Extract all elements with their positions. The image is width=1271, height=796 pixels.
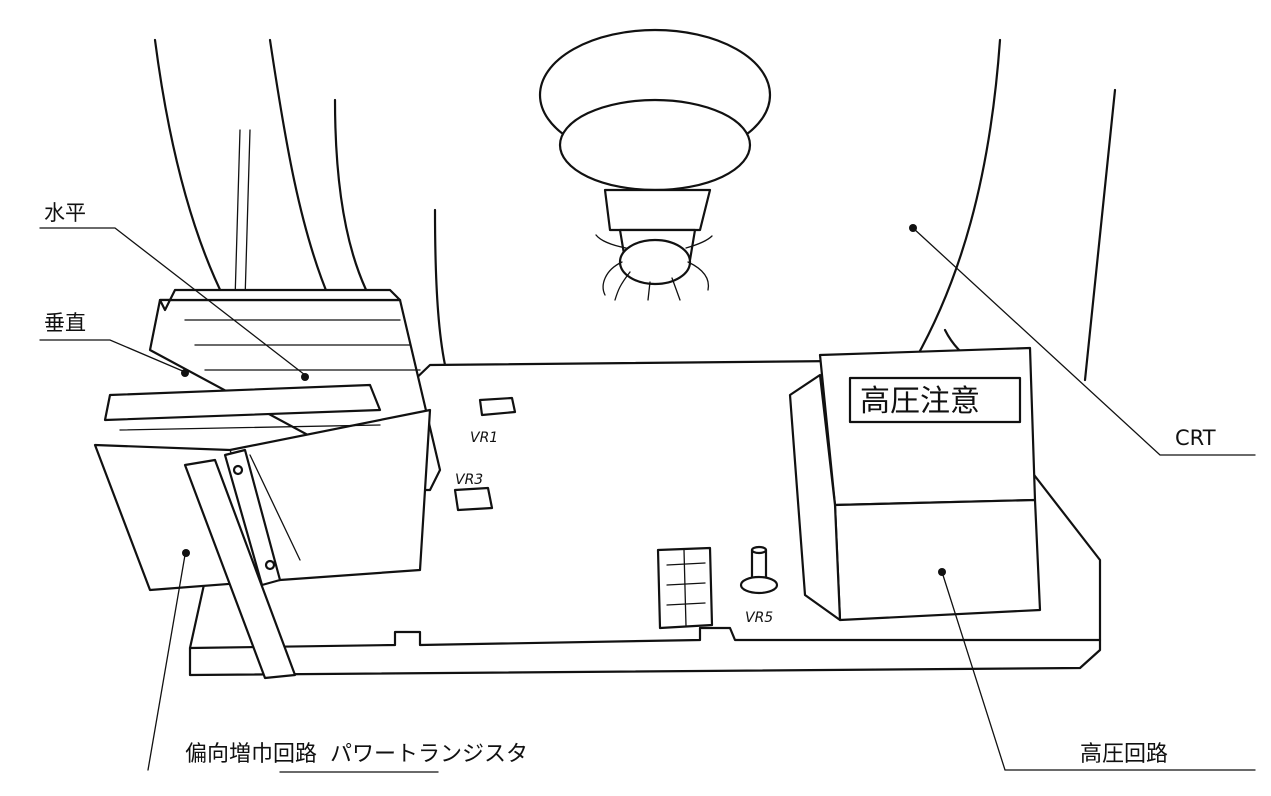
label-horizontal: 水平: [44, 201, 86, 225]
label-vr3: VR3: [455, 472, 483, 488]
label-power-transistor: パワートランジスタ: [330, 742, 528, 767]
heat-sink-front: [93, 383, 432, 592]
leader-lines: [39, 224, 1256, 773]
label-high-voltage-circuit: 高圧回路: [1080, 742, 1168, 767]
hv-transformer-box: [788, 346, 1042, 622]
vr5-knob: [739, 545, 779, 595]
label-vr5: VR5: [745, 610, 773, 626]
label-vertical: 垂直: [44, 311, 86, 335]
vr3-trimmer: [453, 486, 494, 512]
label-deflection-circuit: 偏向増巾回路: [185, 742, 317, 767]
power-transistor-bracket: [183, 448, 297, 680]
label-high-voltage-warning: 高圧注意: [860, 384, 980, 419]
crt-neck: [538, 28, 772, 301]
label-crt: CRT: [1175, 426, 1216, 450]
connector-block: [656, 546, 714, 630]
label-vr1: VR1: [470, 430, 498, 446]
crt-funnel-outline: [153, 38, 1117, 382]
vr1-trimmer: [478, 396, 517, 417]
